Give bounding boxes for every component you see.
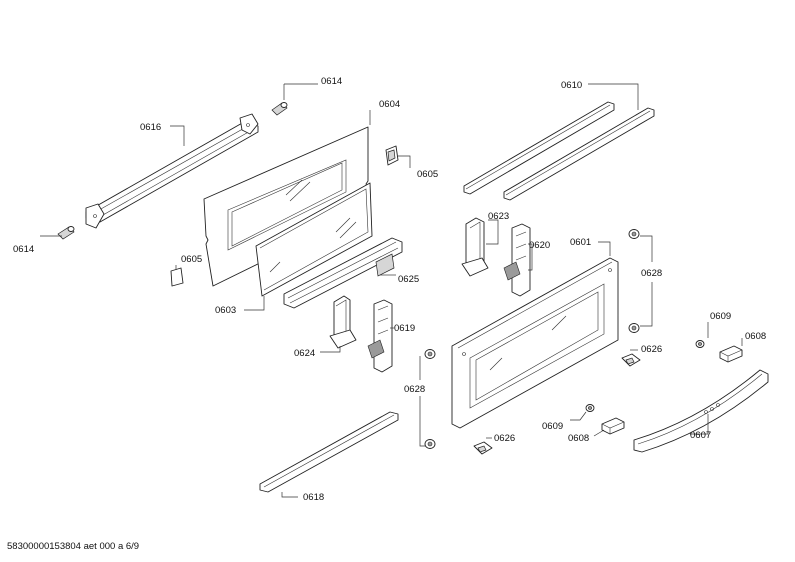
part-labels: 0614 0604 0616 0605 0614 0605 0625 0603 … [13, 76, 766, 503]
label-0609-lower: 0609 [542, 421, 563, 432]
leader-lines [40, 83, 743, 498]
label-0607: 0607 [690, 430, 711, 441]
label-0614-lower: 0614 [13, 244, 34, 255]
label-0614-upper: 0614 [321, 76, 342, 87]
part-0618-bottom-strip [259, 411, 399, 493]
part-0624-bracket [329, 295, 357, 349]
part-0605-clip-lower [170, 267, 184, 287]
part-0628-buffer-right-bottom [628, 323, 640, 333]
part-0619-hinge [367, 299, 393, 373]
part-0610-strip-right [503, 107, 655, 201]
label-0626-upper: 0626 [641, 344, 662, 355]
part-0628-buffer-right-top [628, 229, 640, 239]
label-0623: 0623 [488, 211, 509, 222]
label-0605-lower: 0605 [181, 254, 202, 265]
label-0619: 0619 [394, 323, 415, 334]
part-0607-door-handle [633, 369, 769, 453]
part-0626-clip-upper [621, 353, 641, 367]
label-0628-left: 0628 [404, 384, 425, 395]
label-0616: 0616 [140, 122, 161, 133]
part-0608-block-upper [719, 345, 743, 363]
part-0614-pin-upper [271, 102, 288, 116]
label-0608-upper: 0608 [745, 331, 766, 342]
label-0605-upper: 0605 [417, 169, 438, 180]
label-0625: 0625 [398, 274, 419, 285]
label-0628-right: 0628 [641, 268, 662, 279]
part-0608-block-lower [601, 417, 625, 435]
label-0601: 0601 [570, 237, 591, 248]
label-0618: 0618 [303, 492, 324, 503]
label-0603: 0603 [215, 305, 236, 316]
part-0609-screw-upper [695, 340, 705, 348]
document-reference: 58300000153804 aet 000 a 6/9 [7, 541, 140, 552]
part-0603-inner-glass [255, 182, 373, 297]
part-0605-clip-upper [385, 145, 399, 166]
label-0609-upper: 0609 [710, 311, 731, 322]
label-0624: 0624 [294, 348, 315, 359]
label-0610: 0610 [561, 80, 582, 91]
part-0625-channel [283, 237, 403, 309]
part-0623-bracket [461, 217, 489, 277]
part-0626-clip-lower [473, 441, 493, 455]
label-0608-lower: 0608 [568, 433, 589, 444]
part-0610-strip-left [463, 101, 615, 195]
part-0614-pin-lower [57, 226, 75, 240]
part-0609-screw-lower [585, 404, 595, 412]
part-0620-hinge [503, 223, 531, 297]
part-0616-handle-bar [85, 113, 259, 229]
part-0628-buffer-left-top [424, 349, 436, 359]
part-0628-buffer-left-bottom [424, 439, 436, 449]
label-0620: 0620 [529, 240, 550, 251]
label-0626-lower: 0626 [494, 433, 515, 444]
label-0604: 0604 [379, 99, 400, 110]
part-0601-door-frame [451, 257, 619, 429]
